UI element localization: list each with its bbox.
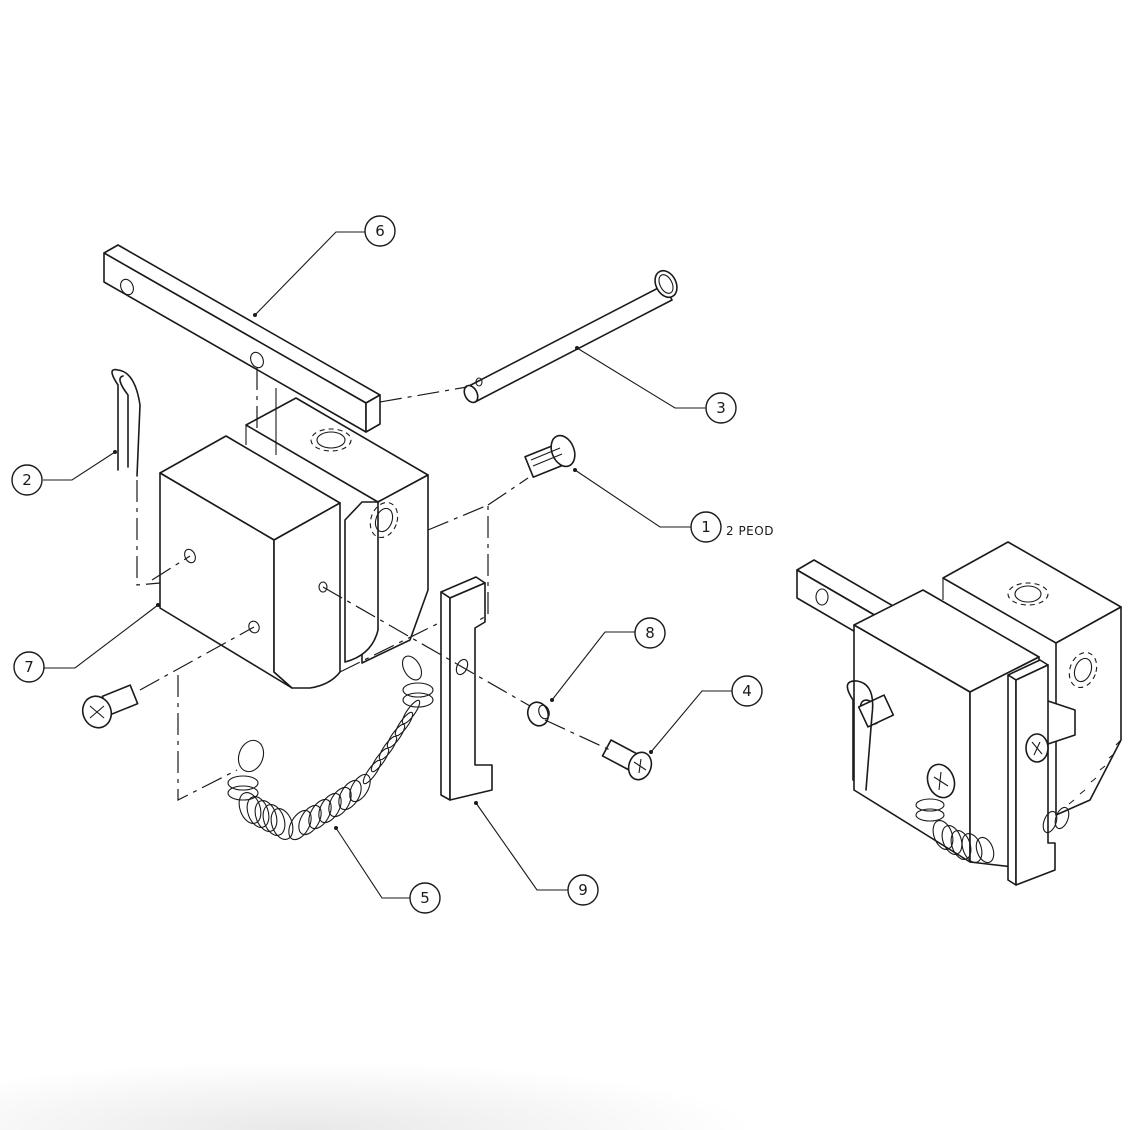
phillips-screw [601,739,653,781]
housing-screw [81,684,139,729]
callout-4[interactable]: 4 [731,675,763,707]
callout-8[interactable]: 8 [634,617,666,649]
callout-6-label: 6 [375,222,385,240]
callout-3-label: 3 [716,399,726,417]
callout-3[interactable]: 3 [705,392,737,424]
assembled-view [796,541,1122,886]
coil-spring [227,655,434,841]
callout-2-label: 2 [22,471,32,489]
block-housing [159,435,341,689]
callout-1-label: 1 [701,518,711,536]
callout-9[interactable]: 9 [567,874,599,906]
callout-1[interactable]: 1 2 PEOD [690,511,774,543]
latch-plate [440,576,493,801]
hinge-block [245,388,429,664]
clevis-pin [463,269,678,404]
page-shadow [0,1060,760,1130]
exploded-view: 6 3 1 2 PEOD 2 [11,215,774,914]
square-bar-arm [103,244,381,433]
callout-9-label: 9 [578,881,588,899]
flanged-screw [524,434,576,478]
callout-6[interactable]: 6 [364,215,396,247]
callout-5-label: 5 [420,889,430,907]
cotter-pin [111,368,141,477]
callout-5[interactable]: 5 [409,882,441,914]
callout-2[interactable]: 2 [11,464,43,496]
callout-7[interactable]: 7 [13,651,45,683]
spacer-bushing [526,701,550,727]
callouts: 6 3 1 2 PEOD 2 [11,215,774,914]
callout-7-label: 7 [24,658,34,676]
callout-8-label: 8 [645,624,655,642]
callout-4-label: 4 [742,682,752,700]
center-lines [136,368,611,801]
callout-1-quantity-note: 2 PEOD [726,524,774,538]
